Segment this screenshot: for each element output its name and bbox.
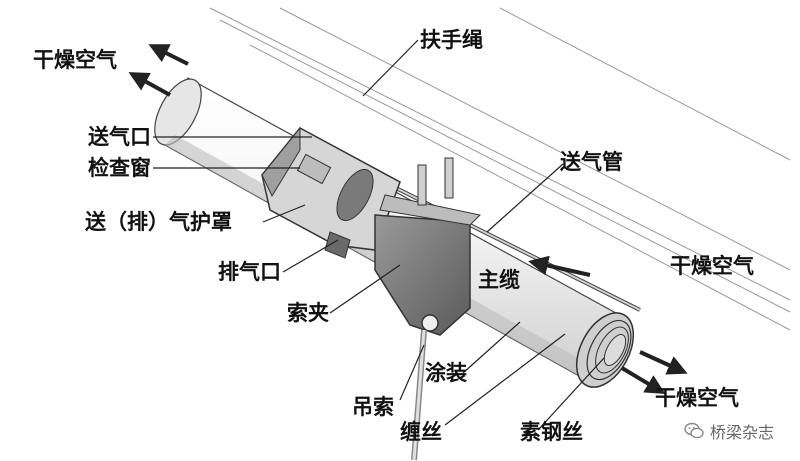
label-handrail-rope: 扶手绳 [420, 28, 483, 52]
label-inspection-window: 检查窗 [88, 156, 151, 180]
leader-lines [153, 39, 605, 431]
label-air-supply-port: 送气口 [88, 125, 151, 149]
label-wrapping-wire: 缠丝 [400, 420, 442, 444]
label-dry-air-bottom-right: 干燥空气 [655, 386, 739, 410]
dry-air-arrows [128, 44, 688, 395]
air-cover [261, 126, 401, 259]
label-air-supply-pipe: 送气管 [560, 150, 623, 174]
label-hanger: 吊索 [352, 395, 394, 419]
watermark: 桥梁杂志 [684, 419, 774, 443]
label-cover: 送（排）气护罩 [85, 210, 232, 234]
label-main-cable: 主缆 [478, 268, 520, 292]
hanger-rope [411, 329, 427, 461]
label-steel-wire: 素钢丝 [520, 420, 583, 444]
cable-end-steel-wires [575, 312, 635, 388]
cable-clamp [374, 157, 482, 336]
handrail-rope-lines [209, 7, 791, 331]
air-supply-pipe [359, 168, 641, 312]
label-dry-air-right: 干燥空气 [670, 254, 754, 278]
label-coating: 涂装 [425, 361, 467, 385]
label-exhaust-port: 排气口 [218, 260, 281, 284]
wechat-icon [684, 422, 704, 439]
watermark-text: 桥梁杂志 [709, 423, 774, 442]
label-cable-clamp: 索夹 [287, 301, 329, 325]
label-dry-air-top-left: 干燥空气 [33, 48, 117, 72]
